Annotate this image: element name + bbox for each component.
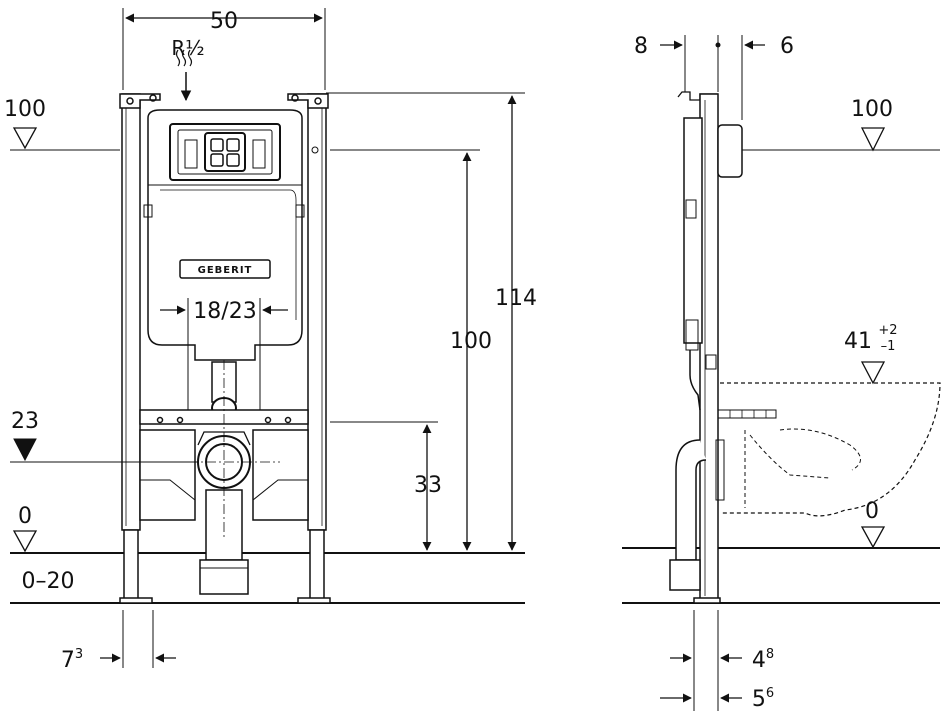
level-top-label-side: 100 bbox=[851, 97, 893, 122]
foot-offset-label: 73 bbox=[61, 647, 83, 673]
side-mounting-bolt bbox=[717, 409, 777, 419]
lower-bracket-left bbox=[139, 429, 196, 521]
foot-right bbox=[309, 529, 325, 601]
right-offset-label: 6 bbox=[780, 34, 794, 59]
bottom-offset1-label: 48 bbox=[752, 647, 774, 673]
flush-spacing-label: 18/23 bbox=[193, 299, 256, 324]
foot-left bbox=[123, 529, 139, 601]
width-label: 50 bbox=[210, 9, 238, 34]
height-low-label: 33 bbox=[414, 473, 442, 498]
bowl-tol-minus: –1 bbox=[881, 339, 896, 354]
frame-right-upright bbox=[307, 93, 327, 531]
side-view bbox=[622, 35, 941, 711]
thread-label: R½ bbox=[171, 36, 204, 60]
flush-mechanism bbox=[204, 132, 246, 172]
left-offset-label: 8 bbox=[634, 34, 648, 59]
bowl-height-label: 41 bbox=[844, 329, 872, 354]
side-cistern bbox=[683, 117, 703, 344]
bowl-tol-plus: +2 bbox=[878, 323, 897, 338]
toilet-bowl-outline bbox=[720, 382, 941, 517]
side-view-labels: 8 6 100 41 +2 –1 0 48 56 bbox=[634, 34, 898, 711]
level-marker-100-side bbox=[860, 127, 886, 152]
bottom-offset2-label: 56 bbox=[752, 686, 774, 711]
side-flush-plate bbox=[717, 124, 743, 178]
floor-range-label: 0–20 bbox=[22, 569, 75, 594]
level-marker-0-side bbox=[860, 526, 886, 549]
front-view-labels: 50 R½ 100 23 0 0–20 114 100 33 18/23 73 bbox=[4, 9, 537, 673]
height-total-label: 114 bbox=[495, 286, 537, 311]
level-zero-label-side: 0 bbox=[865, 499, 879, 524]
front-view: GEBERIT bbox=[10, 8, 525, 668]
brand-text: GEBERIT bbox=[198, 265, 253, 276]
brand-plate bbox=[179, 259, 271, 279]
level-marker-41-side bbox=[860, 361, 886, 385]
level-marker-100-front bbox=[12, 127, 38, 150]
lower-bracket-right bbox=[252, 429, 309, 521]
side-flush-pipe bbox=[689, 350, 701, 411]
level-marker-0-front bbox=[12, 530, 38, 553]
height-inner-label: 100 bbox=[450, 329, 492, 354]
frame-left-upright bbox=[121, 93, 141, 531]
level-marker-23-front bbox=[13, 438, 37, 462]
level-mid-label-front: 23 bbox=[11, 409, 39, 434]
level-zero-label-front: 0 bbox=[18, 504, 32, 529]
level-top-label-front: 100 bbox=[4, 97, 46, 122]
